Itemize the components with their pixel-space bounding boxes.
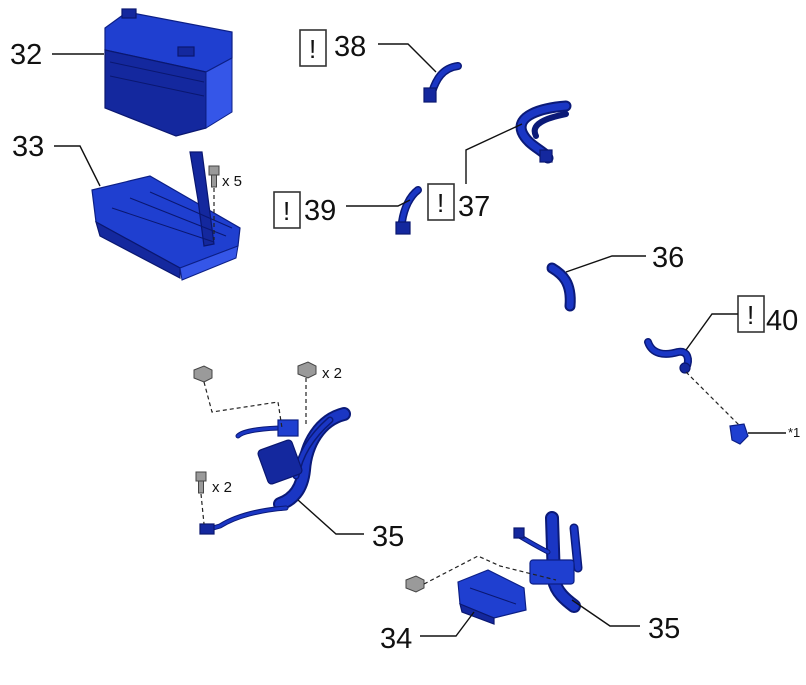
cable-part-37 xyxy=(515,100,572,164)
warning-badge-38: ! xyxy=(299,29,327,67)
callout-37: 37 xyxy=(458,191,490,223)
warning-icon: ! xyxy=(283,196,290,226)
leader-38 xyxy=(378,43,437,73)
callout-35-left: 35 xyxy=(372,521,404,553)
clip-part xyxy=(729,423,749,445)
warning-icon: ! xyxy=(437,188,444,218)
warning-badge-40: ! xyxy=(737,295,765,333)
leader-33 xyxy=(54,145,101,187)
leader-37 xyxy=(465,123,523,184)
cable-part-38 xyxy=(423,62,462,103)
qty-harness-nut: x 2 xyxy=(322,365,342,382)
warning-icon: ! xyxy=(309,34,316,64)
nut-icon xyxy=(297,361,317,379)
cable-part-39 xyxy=(395,186,422,235)
callout-33: 33 xyxy=(12,131,44,163)
battery-part-32 xyxy=(104,8,233,137)
hose-part-36 xyxy=(546,262,576,312)
leader-34 xyxy=(420,611,475,637)
cable-part-40 xyxy=(644,338,692,374)
bolt-icon xyxy=(195,471,207,494)
dash-fuse-nut xyxy=(423,555,557,585)
callout-32: 32 xyxy=(10,39,42,71)
fuse-box-part-34 xyxy=(457,569,527,625)
note-ref1: *1 xyxy=(788,425,800,440)
leader-35-left xyxy=(297,499,364,535)
warning-icon: ! xyxy=(747,300,754,330)
dash-harness-bolt xyxy=(200,493,205,525)
qty-harness-bolt: x 2 xyxy=(212,479,232,496)
callout-39: 39 xyxy=(304,195,336,227)
qty-tray-bolt: x 5 xyxy=(222,173,242,190)
bolt-icon xyxy=(208,165,220,188)
leader-39 xyxy=(346,199,411,207)
battery-tray-part-33 xyxy=(91,151,241,281)
nut-icon xyxy=(405,575,425,593)
callout-38: 38 xyxy=(334,31,366,63)
dash-40 xyxy=(685,371,741,427)
callout-35-right: 35 xyxy=(648,613,680,645)
callout-40: 40 xyxy=(766,305,798,337)
leader-36 xyxy=(565,255,646,273)
leader-40 xyxy=(685,313,738,351)
warning-badge-37: ! xyxy=(427,183,455,221)
dash-harness-nuts xyxy=(203,381,283,429)
leader-35-right xyxy=(571,599,640,627)
callout-36: 36 xyxy=(652,242,684,274)
wire-harness-part-35-left xyxy=(199,407,351,535)
nut-icon xyxy=(193,365,213,383)
callout-34: 34 xyxy=(380,623,412,655)
warning-badge-39: ! xyxy=(273,191,301,229)
